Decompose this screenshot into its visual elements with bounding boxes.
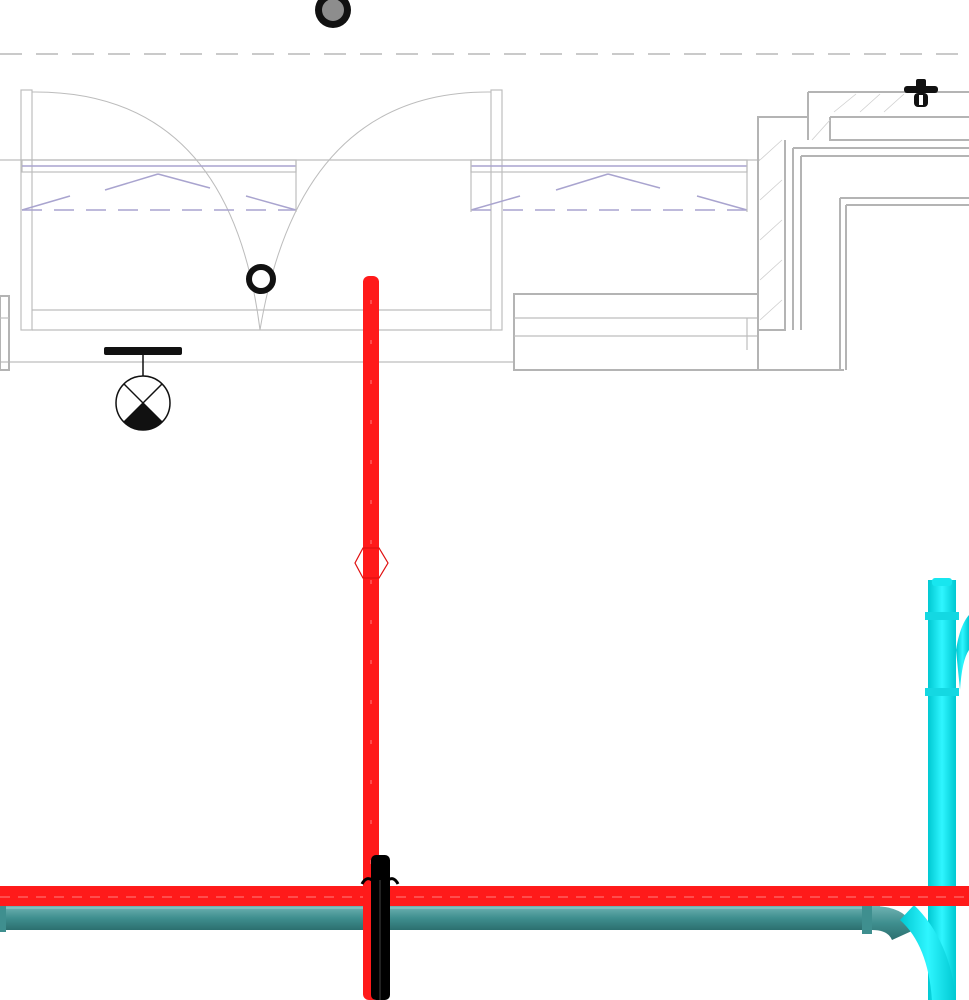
teal-horizontal-pipe[interactable] [0,902,914,940]
ceiling-light-fixture-icon[interactable] [104,347,182,431]
window-right [470,159,748,212]
red-vertical-pipe[interactable] [363,276,379,1000]
black-vertical-pipe[interactable] [360,855,400,1000]
lower-wall-band [0,293,759,371]
pipe-fitting-hexagon-icon[interactable] [354,547,389,579]
red-horizontal-pipe[interactable] [0,886,969,906]
cyan-vertical-pipe[interactable] [900,578,969,1000]
window-left [21,159,297,212]
door-node-icon[interactable] [246,264,276,294]
top-marker-icon[interactable] [315,0,351,28]
corner-wall-assembly [757,91,969,371]
sprinkler-head-icon[interactable] [904,79,938,107]
wall-hatch [759,93,905,321]
